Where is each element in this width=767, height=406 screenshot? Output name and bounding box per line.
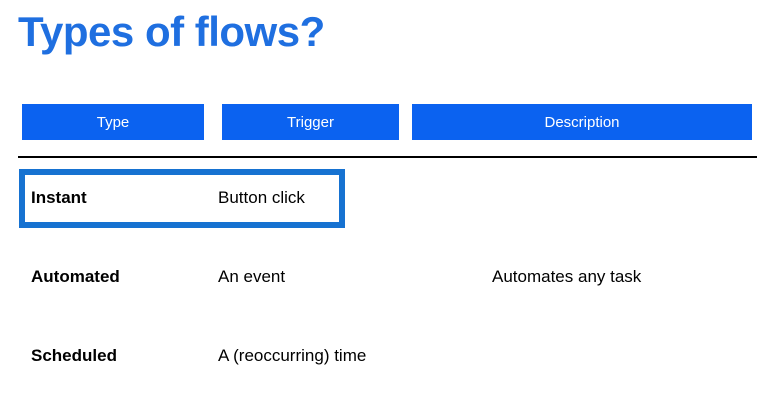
column-header-description-label: Description: [544, 113, 620, 131]
table-row: Scheduled A (reoccurring) time: [0, 342, 767, 370]
column-header-trigger-label: Trigger: [287, 113, 334, 131]
instant-row-highlight-box: [19, 169, 345, 228]
page-title: Types of flows?: [18, 8, 325, 55]
row-scheduled-type: Scheduled: [31, 346, 117, 365]
column-header-trigger: Trigger: [222, 104, 399, 140]
header-divider: [18, 156, 757, 158]
row-scheduled-trigger: A (reoccurring) time: [218, 346, 367, 365]
row-instant-type: Instant: [31, 188, 87, 207]
table-row: Instant Button click: [0, 184, 767, 212]
table-row: Automated An event Automates any task: [0, 263, 767, 291]
column-header-type: Type: [22, 104, 204, 140]
row-instant-trigger: Button click: [218, 188, 305, 207]
row-automated-type: Automated: [31, 267, 120, 286]
column-header-type-label: Type: [96, 113, 130, 131]
row-automated-description: Automates any task: [492, 267, 642, 286]
column-header-description: Description: [412, 104, 752, 140]
row-automated-trigger: An event: [218, 267, 286, 286]
